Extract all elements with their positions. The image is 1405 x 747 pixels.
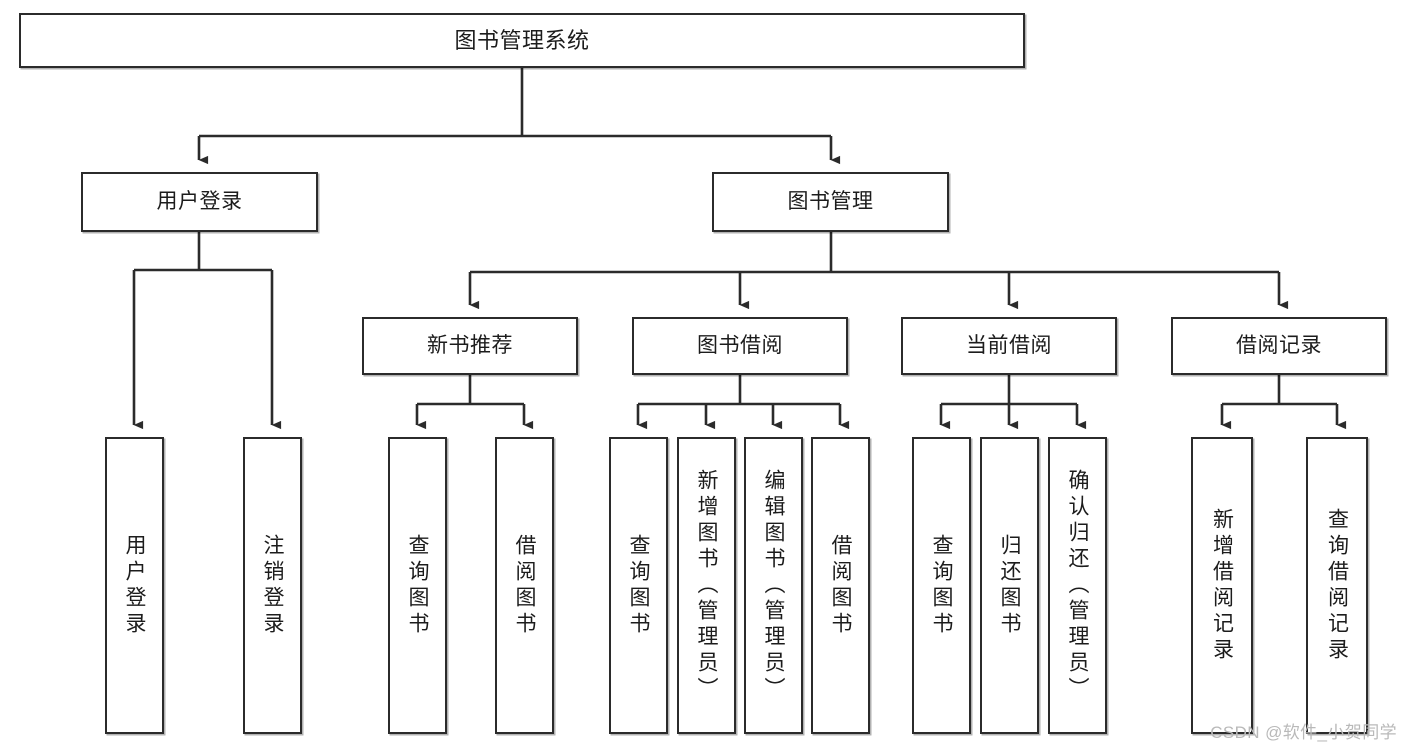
node-label: 查询借阅记录 [1325, 507, 1349, 664]
node-book-management[interactable]: 图书管理 [712, 172, 949, 232]
node-label: 图书管理系统 [454, 27, 590, 53]
node-label: 归还图书 [998, 533, 1021, 638]
node-borrow-record[interactable]: 借阅记录 [1171, 317, 1387, 375]
node-current-borrow[interactable]: 当前借阅 [901, 317, 1117, 375]
node-label: 借阅记录 [1236, 333, 1322, 357]
node-new-book-recommend[interactable]: 新书推荐 [362, 317, 578, 375]
leaf-current-borrow-confirm-return[interactable]: 确认归还（管理员） [1048, 437, 1107, 734]
node-label: 借阅图书 [829, 533, 852, 638]
node-label: 当前借阅 [966, 333, 1052, 357]
leaf-current-borrow-return[interactable]: 归还图书 [980, 437, 1039, 734]
node-root-system[interactable]: 图书管理系统 [19, 13, 1025, 68]
node-label: 注销登录 [261, 533, 284, 638]
leaf-book-borrow-edit[interactable]: 编辑图书（管理员） [744, 437, 803, 734]
node-label: 新增图书（管理员） [695, 468, 718, 703]
node-label: 查询图书 [627, 533, 650, 638]
node-label: 借阅图书 [513, 533, 536, 638]
leaf-new-book-query[interactable]: 查询图书 [388, 437, 447, 734]
node-label: 确认归还（管理员） [1066, 468, 1089, 703]
node-label: 查询图书 [930, 533, 953, 638]
node-label: 用户登录 [156, 189, 243, 213]
node-label: 编辑图书（管理员） [762, 468, 785, 703]
leaf-user-login-logout[interactable]: 注销登录 [243, 437, 302, 734]
leaf-user-login-login[interactable]: 用户登录 [105, 437, 164, 734]
leaf-current-borrow-query[interactable]: 查询图书 [912, 437, 971, 734]
node-label: 查询图书 [406, 533, 429, 638]
node-label: 新增借阅记录 [1210, 507, 1234, 664]
node-label: 图书借阅 [697, 333, 783, 357]
leaf-borrow-record-add[interactable]: 新增借阅记录 [1191, 437, 1253, 734]
node-user-login[interactable]: 用户登录 [81, 172, 318, 232]
leaf-book-borrow-add[interactable]: 新增图书（管理员） [677, 437, 736, 734]
node-label: 新书推荐 [427, 333, 513, 357]
node-label: 图书管理 [787, 189, 874, 213]
watermark-text: CSDN @软件_小贺同学 [1210, 723, 1397, 742]
node-label: 用户登录 [123, 533, 146, 638]
node-book-borrow[interactable]: 图书借阅 [632, 317, 848, 375]
leaf-new-book-borrow[interactable]: 借阅图书 [495, 437, 554, 734]
leaf-book-borrow-query[interactable]: 查询图书 [609, 437, 668, 734]
leaf-book-borrow-lend[interactable]: 借阅图书 [811, 437, 870, 734]
leaf-borrow-record-query[interactable]: 查询借阅记录 [1306, 437, 1368, 734]
